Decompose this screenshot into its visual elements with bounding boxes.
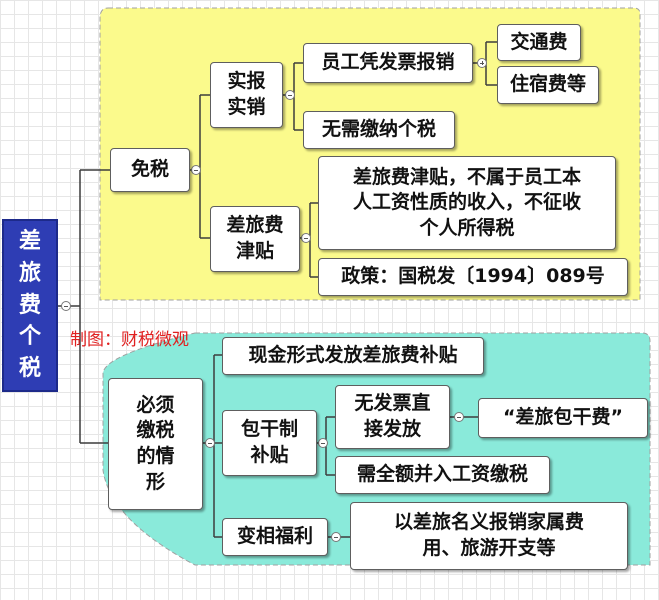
collapse-toggle-lump[interactable] <box>318 438 328 448</box>
collapse-toggle-root[interactable] <box>61 301 71 311</box>
node-taxable[interactable]: 必须 缴税 的情 形 <box>108 378 203 510</box>
node-invoice-reimburse[interactable]: 员工凭发票报销 <box>303 43 473 83</box>
node-allowance[interactable]: 差旅费 津贴 <box>210 206 300 272</box>
node-disguised[interactable]: 变相福利 <box>222 518 328 556</box>
node-policy[interactable]: 政策：国税发〔1994〕089号 <box>318 258 628 296</box>
node-full-amount[interactable]: 需全额并入工资缴税 <box>335 456 550 494</box>
collapse-toggle-no-invoice[interactable] <box>454 412 464 422</box>
node-transport[interactable]: 交通费 <box>497 24 581 61</box>
node-lodging[interactable]: 住宿费等 <box>497 66 599 104</box>
expand-toggle-invoice[interactable] <box>477 58 487 68</box>
collapse-toggle-reimburse[interactable] <box>285 90 295 100</box>
node-allowance-desc[interactable]: 差旅费津贴，不属于员工本 人工资性质的收入，不征收 个人所得税 <box>318 156 616 250</box>
node-disguised-desc[interactable]: 以差旅名义报销家属费 用、旅游开支等 <box>350 502 628 570</box>
node-no-invoice[interactable]: 无发票直 接发放 <box>335 385 450 449</box>
node-no-tax[interactable]: 无需缴纳个税 <box>303 111 455 149</box>
collapse-toggle-exempt[interactable] <box>191 165 201 175</box>
node-cash[interactable]: 现金形式发放差旅费补贴 <box>222 337 484 375</box>
collapse-toggle-taxable[interactable] <box>205 438 215 448</box>
watermark-text: 制图：财税微观 <box>70 330 189 350</box>
node-lump-fee[interactable]: “差旅包干费” <box>478 398 648 438</box>
collapse-toggle-disguised[interactable] <box>331 532 341 542</box>
node-reimburse[interactable]: 实报 实销 <box>210 62 283 128</box>
node-exempt[interactable]: 免税 <box>110 148 190 192</box>
node-lump-sum[interactable]: 包干制 补贴 <box>222 410 317 476</box>
root-node[interactable]: 差 旅 费 个 税 <box>2 219 58 392</box>
collapse-toggle-allowance[interactable] <box>301 233 311 243</box>
